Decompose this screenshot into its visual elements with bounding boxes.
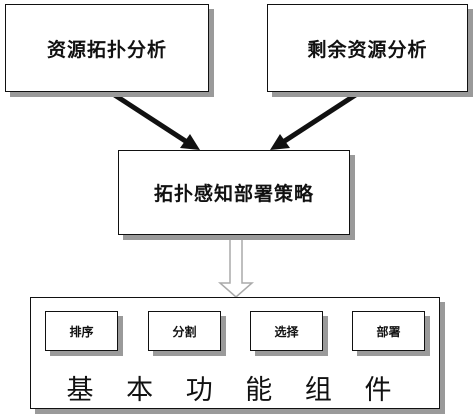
basic-components-label: 基 本 功 能 组 件 xyxy=(66,375,404,406)
component-split: 分割 xyxy=(148,311,221,351)
remaining-resource-analysis-box: 剩余资源分析 xyxy=(267,4,468,92)
topology-aware-deployment-label: 拓扑感知部署策略 xyxy=(153,183,314,205)
component-sort: 排序 xyxy=(45,311,118,351)
component-select-label: 选择 xyxy=(274,324,299,339)
component-split-label: 分割 xyxy=(172,324,197,339)
topology-aware-deployment-box: 拓扑感知部署策略 xyxy=(118,150,350,235)
resource-topology-analysis-label: 资源拓扑分析 xyxy=(46,38,167,61)
arrow-right-to-middle xyxy=(278,89,362,147)
arrow-left-head xyxy=(180,134,200,150)
component-deploy: 部署 xyxy=(352,311,425,351)
arrow-left-to-middle xyxy=(108,89,192,147)
remaining-resource-analysis-label: 剩余资源分析 xyxy=(307,38,428,61)
resource-topology-analysis-box: 资源拓扑分析 xyxy=(5,4,209,92)
component-select: 选择 xyxy=(250,311,323,351)
component-sort-label: 排序 xyxy=(69,324,94,339)
component-deploy-label: 部署 xyxy=(376,324,401,339)
arrow-right-head xyxy=(270,134,290,150)
hollow-down-arrow xyxy=(218,237,254,298)
